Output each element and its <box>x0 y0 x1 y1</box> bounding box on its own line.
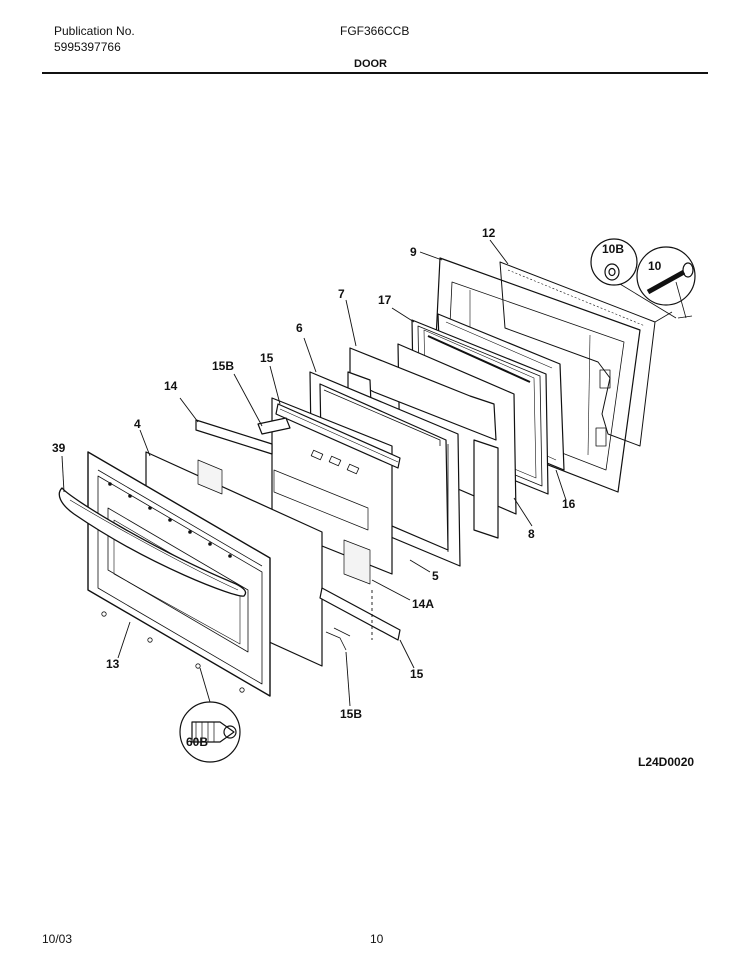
callout-60b: 60B <box>186 735 208 749</box>
section-title: DOOR <box>354 58 387 70</box>
publication-number: 5995397766 <box>54 40 121 54</box>
callout-6: 6 <box>296 321 303 335</box>
callout-12: 12 <box>482 226 496 240</box>
callout-15b-top: 15B <box>212 359 234 373</box>
outer-door-panel-part-13 <box>87 451 271 697</box>
callout-7: 7 <box>338 287 345 301</box>
detail-circle-screw-10 <box>636 246 696 319</box>
screws-bottom <box>101 611 245 693</box>
detail-circle-screw-60B <box>179 701 241 763</box>
callout-13: 13 <box>106 657 120 671</box>
detail-circle-washer-10B <box>590 238 677 319</box>
header-divider <box>42 72 708 74</box>
callout-14: 14 <box>164 379 178 393</box>
leader-lines <box>61 239 567 707</box>
callout-9: 9 <box>410 245 417 259</box>
publication-label: Publication No. <box>54 24 135 38</box>
retainer-clip-top-part-15B <box>257 417 291 435</box>
callout-5: 5 <box>432 569 439 583</box>
callout-39: 39 <box>52 441 66 455</box>
callout-8: 8 <box>528 527 535 541</box>
footer-date: 10/03 <box>42 932 73 946</box>
door-handle-part-39 <box>58 487 247 597</box>
drawing-code: L24D0020 <box>638 755 695 769</box>
model-number: FGF366CCB <box>340 24 410 38</box>
insulation-sheet-part-14 <box>195 419 273 455</box>
page-number: 10 <box>370 932 384 946</box>
callout-17: 17 <box>378 293 392 307</box>
callout-15-bottom: 15 <box>410 667 424 681</box>
callout-4: 4 <box>134 417 141 431</box>
callout-10: 10 <box>648 259 662 273</box>
callout-10b: 10B <box>602 242 624 256</box>
callout-14a: 14A <box>412 597 434 611</box>
hinge-channel-bottom-part-15 <box>319 587 401 651</box>
callout-15-top: 15 <box>260 351 274 365</box>
callout-16: 16 <box>562 497 576 511</box>
callout-15b-bottom: 15B <box>340 707 362 721</box>
hinge-channel-top-part-15 <box>275 403 401 475</box>
